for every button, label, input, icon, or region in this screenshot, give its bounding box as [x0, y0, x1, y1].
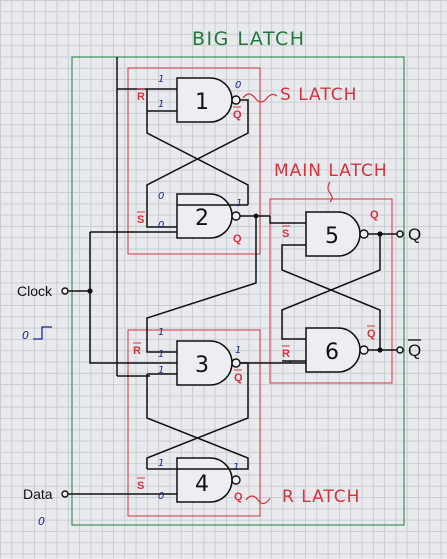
g2-out-value: 1: [236, 198, 242, 209]
q-bar-terminal: [396, 346, 404, 354]
g1-top-value: 1: [158, 74, 164, 85]
data-terminal: [61, 490, 69, 498]
big-latch-title: BIG LATCH: [192, 28, 306, 50]
s-latch-box: [127, 67, 261, 255]
data-label: Data: [23, 486, 53, 502]
gate-5-number: 5: [325, 224, 339, 249]
gate-6-number: 6: [325, 340, 339, 365]
gate-2-bubble: [231, 211, 241, 221]
g2-bot-value: 0: [158, 220, 164, 231]
junction-dot: [377, 231, 383, 237]
clock-terminal: [61, 287, 69, 295]
g4-sbar-label: S: [137, 480, 144, 492]
g1-bot-value: 1: [158, 99, 164, 110]
g4-bot-value: 0: [158, 491, 164, 502]
clock-waveform-icon: [33, 326, 52, 340]
gate-4-bubble: [231, 475, 241, 485]
clock-state-value: 0: [22, 329, 29, 342]
g3-top-value: 1: [158, 327, 164, 338]
gate-4-number: 4: [195, 472, 209, 497]
s-latch-title: S LATCH: [280, 85, 357, 105]
g5-sbar-label: S: [282, 228, 289, 240]
g3-mid-value: 1: [158, 349, 164, 360]
gate-5-bubble: [359, 229, 369, 239]
junction-dot: [87, 288, 93, 294]
g2-sbar-label: S: [137, 214, 144, 226]
clock-label: Clock: [17, 283, 53, 299]
g2-q-label: Q: [233, 233, 242, 245]
g3-out-value: 1: [235, 345, 241, 356]
q-bar-output-label: Q: [408, 341, 421, 360]
wiring: [68, 57, 397, 495]
g4-top-value: 1: [158, 458, 164, 469]
r-latch-pointer: [245, 495, 271, 505]
main-latch-pointer: [327, 181, 333, 203]
g1-out-value: 0: [235, 80, 241, 91]
g6-rbar-label: R: [282, 348, 290, 360]
g6-qbar-label: Q: [367, 328, 376, 340]
gate-3-bubble: [231, 358, 241, 368]
g3-qbar-label: Q: [234, 372, 243, 384]
g3-bot-value: 1: [158, 365, 164, 376]
g5-q-label: Q: [370, 209, 379, 221]
gate-1-bubble: [231, 95, 241, 105]
q-output-label: Q: [408, 225, 421, 244]
main-latch-title: MAIN LATCH: [274, 161, 388, 181]
g2-top-value: 0: [158, 191, 164, 202]
data-state-value: 0: [38, 515, 45, 528]
q-terminal: [396, 230, 404, 238]
r-latch-title: R LATCH: [282, 487, 360, 507]
gate-2-number: 2: [195, 206, 209, 231]
main-latch-box: [269, 198, 393, 384]
g1-rbar-label: R: [137, 91, 145, 103]
pin-labels: R Q S Q R Q S Q S Q R Q: [133, 88, 379, 503]
gate-3-number: 3: [195, 353, 209, 378]
g3-rbar-label: R: [133, 345, 141, 357]
gate-6-bubble: [359, 345, 369, 355]
r-latch-box: [127, 329, 261, 517]
g4-q-label: Q: [234, 491, 243, 503]
junction-dot: [253, 213, 259, 219]
g4-out-value: 1: [233, 462, 239, 473]
junction-dot: [377, 347, 383, 353]
gate-1-number: 1: [195, 90, 209, 115]
s-latch-pointer: [242, 93, 278, 103]
g1-qbar-label: Q: [233, 109, 242, 121]
